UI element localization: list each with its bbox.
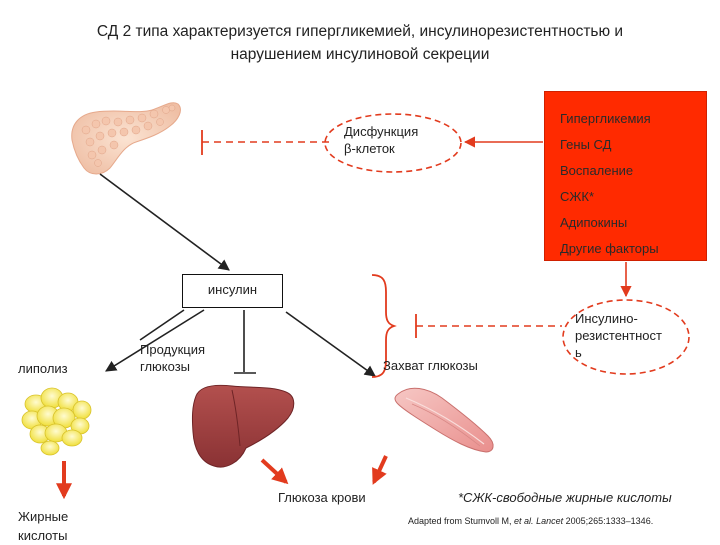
liver-image	[191, 384, 295, 468]
title-line-1: СД 2 типа характеризуется гипергликемией…	[96, 23, 624, 40]
reference-etal: et al.	[514, 516, 534, 526]
risk-factor-item: Воспаление	[560, 163, 634, 178]
reference-rest: 2005;265:1333–1346.	[563, 516, 654, 526]
reference-prefix: Adapted from Stumvoll M,	[408, 516, 515, 526]
insulin-to-lipolysis-arrow	[105, 309, 205, 372]
beta-dysfunction-line-1: Дисфункция	[344, 124, 419, 139]
resistance-ellipse	[562, 299, 690, 375]
pancreas-image	[71, 102, 181, 175]
glucose-uptake-label: Захват глюкозы	[383, 358, 478, 373]
glucose-production-line-2: глюкозы	[140, 359, 191, 374]
blood-glucose-to-muscle-arrow	[372, 455, 388, 485]
fatty-acids-line-2: кислоты	[18, 528, 68, 543]
beta-dysfunction-line-2: β-клеток	[344, 141, 395, 156]
slide-title: СД 2 типа характеризуется гипергликемией…	[0, 20, 720, 66]
risk-factor-item: Адипокины	[560, 215, 628, 230]
insulin-resistance-line-3: ь	[575, 345, 582, 360]
beta-dysfunction-label: Дисфункция β-клеток	[344, 123, 418, 157]
title-line-2: нарушением инсулиновой секреции	[230, 46, 490, 63]
insulin-resistance-line-2: резистентност	[575, 328, 662, 343]
insulin-to-glucose-production-line	[139, 309, 185, 341]
blood-glucose-label: Глюкоза крови	[278, 490, 366, 505]
insulin-resistance-line-1: Инсулино-	[575, 311, 638, 326]
insulin-resistance-label: Инсулино- резистентност ь	[575, 310, 662, 361]
fatty-acids-label: Жирные кислоты	[18, 507, 68, 545]
muscle-image	[394, 387, 494, 453]
risk-factors-box: Гипергликемия Гены СД Воспаление СЖК* Ад…	[544, 91, 707, 261]
fatty-acids-line-1: Жирные	[18, 509, 69, 524]
risk-factor-item: СЖК*	[560, 189, 595, 204]
risk-factor-item: Гипергликемия	[560, 111, 651, 126]
risk-factor-item: Гены СД	[560, 137, 612, 152]
footnote: *СЖК-свободные жирные кислоты	[458, 490, 672, 505]
reference-journal: Lancet	[536, 516, 564, 526]
glucose-production-label: Продукция глюкозы	[140, 341, 205, 375]
beta-dysfunction-ellipse	[324, 113, 462, 173]
insulin-to-glucose-uptake-arrow	[285, 311, 376, 377]
pancreas-to-insulin-arrow	[99, 173, 230, 271]
curly-brace	[371, 274, 397, 378]
liver-to-blood-glucose-arrow	[260, 458, 289, 485]
risk-factor-item: Другие факторы	[560, 241, 659, 256]
lipolysis-label: липолиз	[18, 361, 68, 376]
reference: Adapted from Stumvoll M, et al. Lancet 2…	[408, 516, 653, 526]
fat-tissue-image	[21, 387, 92, 456]
insulin-box: инсулин	[182, 274, 283, 308]
glucose-production-line-1: Продукция	[140, 342, 206, 357]
